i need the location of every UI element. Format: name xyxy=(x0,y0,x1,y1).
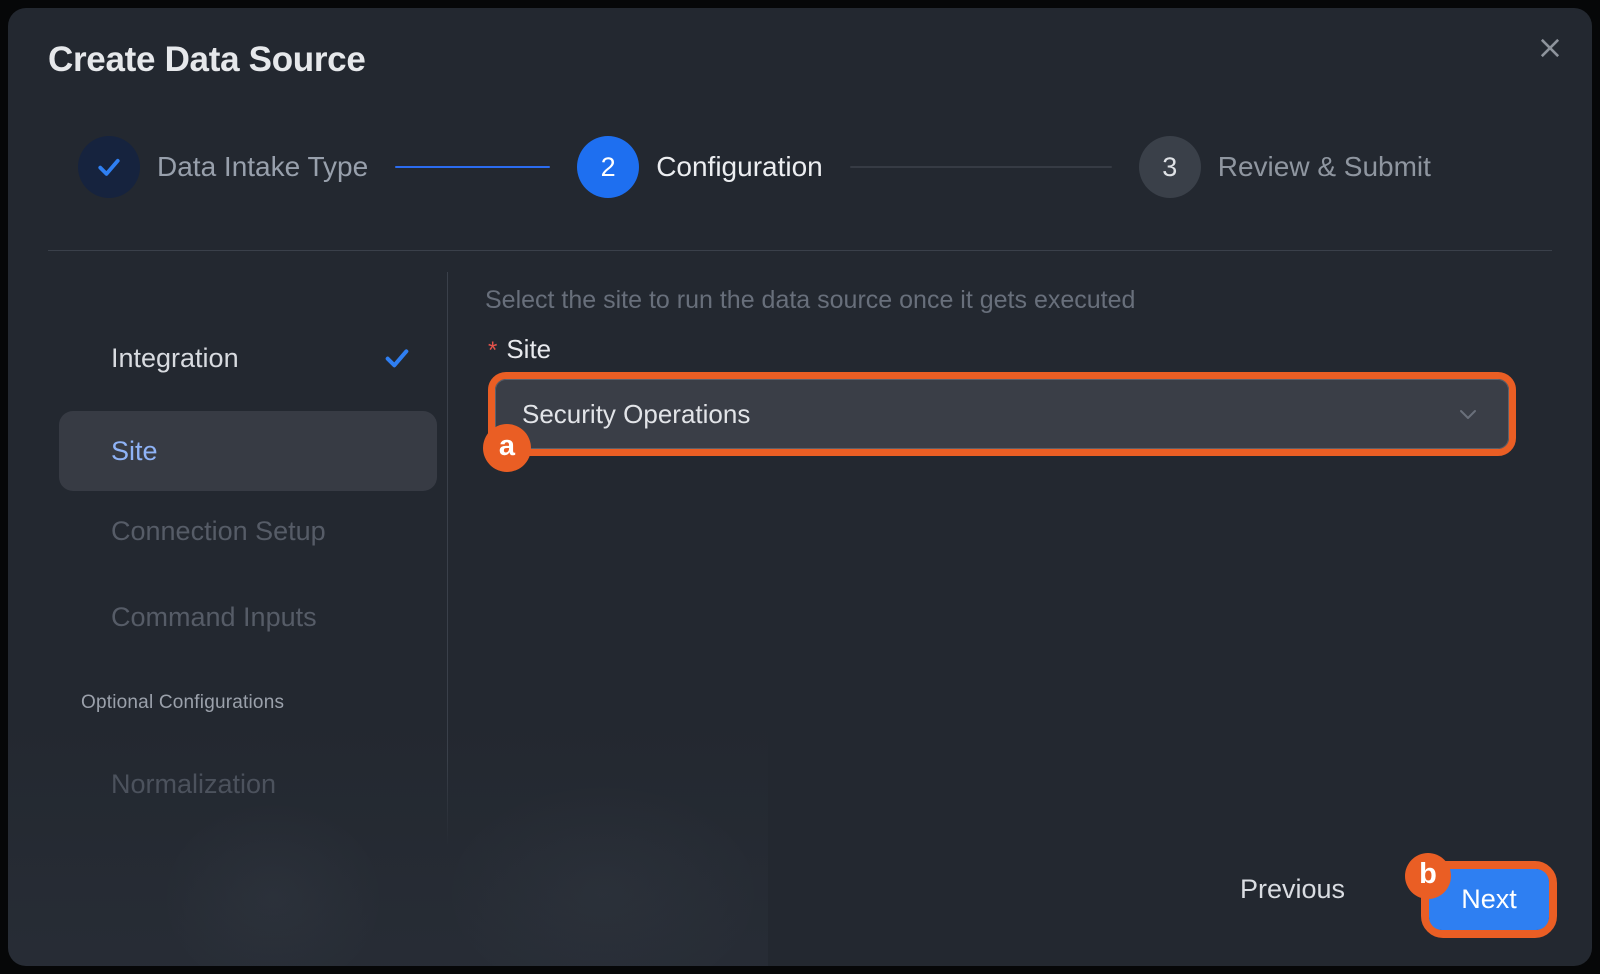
previous-button[interactable]: Previous xyxy=(1240,874,1346,904)
sidebar-item-site[interactable]: Site xyxy=(59,411,437,491)
field-label-text: Site xyxy=(506,334,552,364)
site-field-label: * Site xyxy=(488,334,551,365)
sidebar-item-integration[interactable]: Integration xyxy=(59,333,437,383)
sidebar-item-normalization: Normalization xyxy=(59,759,437,809)
sidebar-item-label: Connection Setup xyxy=(111,515,326,546)
background-watermark xyxy=(438,778,768,966)
create-data-source-modal: Create Data Source Data Intake Type 2 Co… xyxy=(8,8,1592,966)
annotation-b-badge: b xyxy=(1405,853,1451,899)
site-select[interactable]: Security Operations xyxy=(495,379,1509,449)
step-3-circle: 3 xyxy=(1138,136,1201,198)
step-3-label: Review & Submit xyxy=(1217,151,1431,182)
sidebar-item-command-inputs: Command Inputs xyxy=(59,592,437,642)
next-button[interactable]: Next xyxy=(1429,869,1549,930)
background-fade xyxy=(8,716,768,966)
step-1-circle xyxy=(78,136,140,198)
step-configuration: 2 Configuration xyxy=(577,136,823,198)
background-watermark xyxy=(158,798,388,966)
wizard-stepper: Data Intake Type 2 Configuration 3 Revie… xyxy=(78,136,1552,198)
required-asterisk: * xyxy=(488,337,498,364)
step-description: Select the site to run the data source o… xyxy=(485,286,1136,314)
sidebar-divider xyxy=(447,272,448,846)
check-icon xyxy=(381,342,413,374)
step-1-label: Data Intake Type xyxy=(157,151,369,182)
annotation-a-box: Security Operations a xyxy=(483,372,1516,472)
chevron-down-icon xyxy=(1456,402,1480,426)
check-icon xyxy=(98,158,120,176)
sidebar-item-label: Command Inputs xyxy=(111,601,317,632)
site-select-value: Security Operations xyxy=(522,398,751,429)
stepper-connector xyxy=(395,166,551,168)
step-2-circle: 2 xyxy=(577,136,640,198)
page-title: Create Data Source xyxy=(48,40,366,79)
sidebar-item-connection-setup: Connection Setup xyxy=(59,506,437,556)
header-divider xyxy=(48,250,1552,251)
close-icon xyxy=(1540,38,1560,58)
step-data-intake-type[interactable]: Data Intake Type xyxy=(78,136,368,198)
sidebar-item-label: Normalization xyxy=(111,768,277,799)
sidebar-item-label: Integration xyxy=(111,342,239,373)
annotation-b-box: Next b xyxy=(1405,853,1557,938)
sidebar-section-optional-configurations: Optional Configurations xyxy=(81,692,285,713)
close-button[interactable] xyxy=(1530,28,1570,68)
annotation-a-badge: a xyxy=(483,424,531,472)
step-2-label: Configuration xyxy=(656,151,823,182)
step-review-submit: 3 Review & Submit xyxy=(1138,136,1431,198)
sidebar-item-label: Site xyxy=(111,435,158,466)
stepper-connector xyxy=(849,166,1112,168)
